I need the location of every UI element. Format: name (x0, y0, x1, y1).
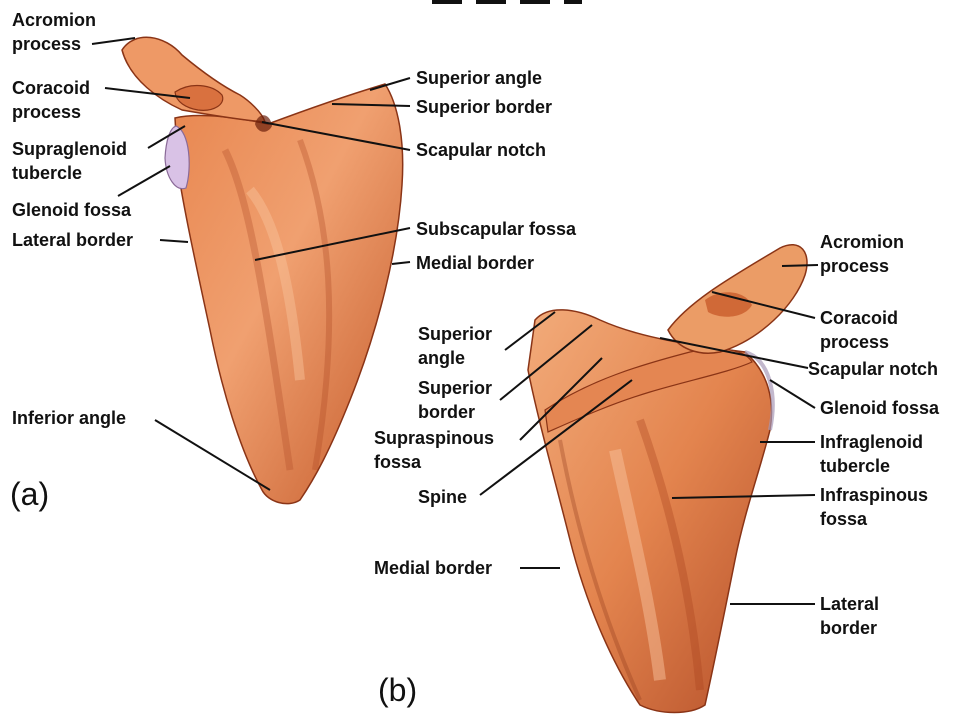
leader-a-acromion (91, 37, 136, 45)
leader-lines (91, 37, 819, 605)
scapula-anterior-view (121, 36, 404, 505)
label-b-spine: Spine (418, 487, 468, 507)
leader-a-glenoid (117, 165, 171, 197)
label-b-glenoid-fossa: Glenoid fossa (820, 398, 940, 418)
leader-a-supraglenoid (147, 125, 186, 149)
label-a-scapular-notch: Scapular notch (416, 140, 547, 160)
leader-a-superior-border (331, 103, 411, 107)
scapula-a-ridge (297, 138, 333, 471)
label-a-glenoid-fossa: Glenoid fossa (12, 200, 132, 220)
leader-b-glenoid (769, 379, 816, 409)
label-a-lateral-border: Lateral border (12, 230, 134, 250)
cropped-title-fragment (432, 0, 592, 8)
leader-a-scapular-notch (261, 121, 411, 151)
leader-a-superior-angle (369, 77, 411, 91)
label-b-medial-border: Medial border (374, 558, 493, 578)
label-b-scapular-notch: Scapular notch (808, 359, 939, 379)
panel-label-a: (a) (10, 476, 50, 512)
leader-b-coracoid (711, 291, 816, 319)
leader-b-superior-angle (504, 311, 556, 351)
scapula-a-acromion (121, 36, 267, 123)
leader-a-coracoid (104, 87, 191, 99)
scapula-a-body (174, 83, 404, 505)
leader-a-inferior-angle (154, 419, 271, 491)
scapula-b-shadow (558, 439, 642, 701)
leader-b-infraspinous (671, 494, 816, 499)
label-a-inferior-angle: Inferior angle (12, 408, 127, 428)
scapula-a-notch (255, 115, 272, 132)
panel-label-b: (b) (378, 672, 418, 708)
leader-a-subscapular-fossa (254, 227, 411, 261)
leader-a-medial-border (391, 261, 411, 265)
leader-b-acromion (781, 264, 819, 267)
scapula-a-highlight (246, 186, 305, 381)
leader-a-lateral-border (159, 239, 189, 243)
leader-b-scapular-notch (659, 337, 809, 369)
label-a-superior-border: Superior border (416, 97, 553, 117)
label-a-superior-angle: Superior angle (416, 68, 543, 88)
scapula-b-glenoid-edge (744, 350, 775, 431)
scapula-b-highlight (609, 448, 666, 681)
leader-b-supraspinous (519, 357, 603, 441)
scapula-a-coracoid (174, 85, 224, 111)
label-a-medial-border: Medial border (416, 253, 535, 273)
scapula-b-ridge (636, 418, 704, 691)
label-a-subscapular-fossa: Subscapular fossa (416, 219, 577, 239)
leader-b-spine (479, 379, 633, 496)
leader-b-superior-border (499, 324, 593, 401)
scapula-posterior-view (527, 243, 808, 714)
scapula-a-ridge (221, 148, 294, 471)
scapula-b-spine (544, 348, 753, 433)
